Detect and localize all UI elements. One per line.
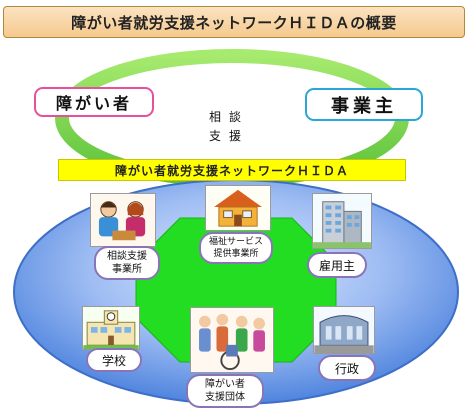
network-name-bar: 障がい者就労支援ネットワークＨＩＤＡ [58,159,406,181]
government-label: 行政 [318,355,376,381]
support-group-label: 障がい者 支援団体 [186,374,264,408]
government-building-image [313,306,375,354]
persons-with-disabilities-label: 障がい者 [34,87,154,117]
house-image [205,185,271,231]
people-group-image [190,307,274,373]
consultation-office-label: 相談支援 事業所 [94,246,160,280]
office-building-image [312,193,372,249]
consultation-line: 相談 [208,110,249,124]
page-title: 障がい者就労支援ネットワークＨＩＤＡの概要 [3,6,465,38]
welfare-provider-label: 福祉サービス 提供事業所 [199,232,273,264]
consultation-office-line2: 事業所 [112,264,142,275]
school-label: 学校 [86,348,142,372]
support-group-line1: 障がい者 [205,379,245,390]
welfare-provider-line1: 福祉サービス [208,237,263,247]
school-image [82,306,140,350]
consultation-people-image [90,193,156,247]
network-octagon [135,217,337,363]
employer-node-label: 雇用主 [307,252,367,278]
consultation-office-line1: 相談支援 [107,251,147,262]
support-line: 支援 [208,129,249,143]
consultation-support-label: 相談 支援 [206,108,252,146]
support-group-line2: 支援団体 [205,392,245,403]
welfare-provider-line2: 提供事業所 [213,249,259,259]
employer-label: 事業主 [305,88,423,121]
